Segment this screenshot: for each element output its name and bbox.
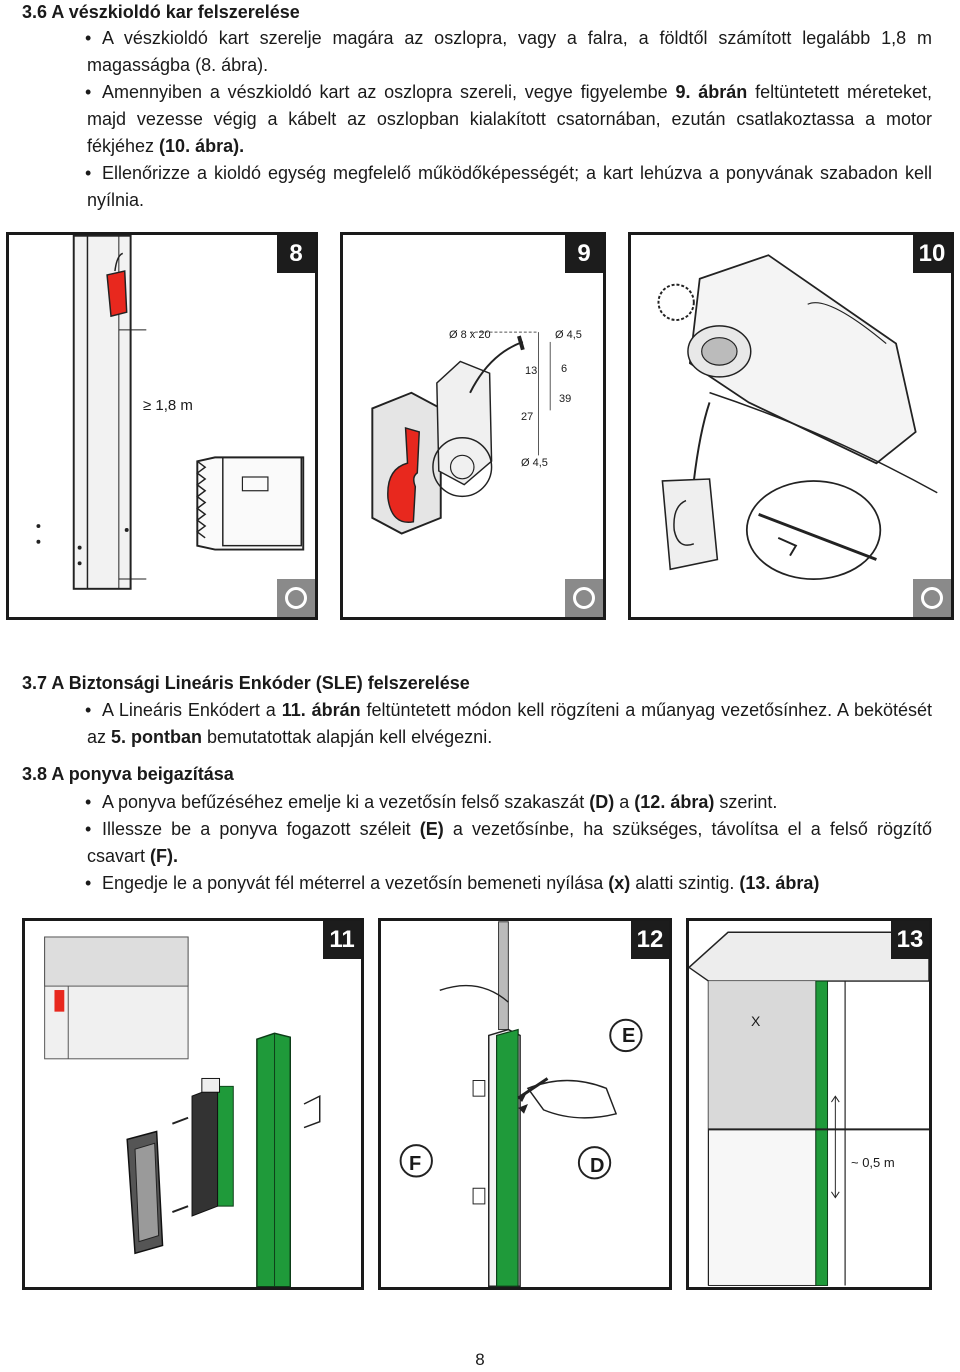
label-f: F xyxy=(409,1153,422,1175)
paragraph-3-6-3: • Ellenőrizze a kioldó egység megfelelő … xyxy=(85,160,932,214)
bullet: • xyxy=(85,163,92,183)
figure-8: ≥ 1,8 m 8 xyxy=(6,232,318,620)
ring-icon xyxy=(913,579,951,617)
green-guide-rail xyxy=(256,1032,291,1287)
figure-10-drawing xyxy=(657,254,938,581)
figure-9: Ø 8 x 20 Ø 4,5 Ø 4,5 13 6 39 27 9 xyxy=(340,232,606,620)
figure-number-badge: 9 xyxy=(565,235,603,273)
green-guide-rail xyxy=(815,980,829,1286)
figure-number-badge: 13 xyxy=(891,921,929,959)
red-marker xyxy=(54,990,65,1012)
figure-8-drawing xyxy=(36,235,305,590)
dimension-label: Ø 4,5 xyxy=(521,457,548,469)
ring-icon xyxy=(565,579,603,617)
paragraph-3-8-2: • Illessze be a ponyva fogazott széleit … xyxy=(85,816,932,870)
bullet: • xyxy=(85,82,92,102)
figure-11-drawing xyxy=(44,936,321,1287)
paragraph-3-6-2: • Amennyiben a vészkioldó kart az oszlop… xyxy=(85,79,932,160)
label-d: D xyxy=(590,1155,605,1177)
dimension-label: ~ 0,5 m xyxy=(851,1155,895,1170)
dimension-label: 6 xyxy=(561,363,568,375)
section-heading-3-8: 3.8 A ponyva beigazítása xyxy=(22,764,234,784)
bullet: • xyxy=(85,873,92,893)
figure-13: X ~ 0,5 m 13 xyxy=(686,918,932,1290)
green-guide-rail xyxy=(496,1028,519,1287)
paragraph-3-8-3: • Engedje le a ponyvát fél méterrel a ve… xyxy=(85,870,932,897)
label-e: E xyxy=(622,1025,636,1047)
figure-12: E F D 12 xyxy=(378,918,672,1290)
height-dimension-label: ≥ 1,8 m xyxy=(143,397,193,414)
section-heading-3-7: 3.7 A Biztonsági Lineáris Enkóder (SLE) … xyxy=(22,673,470,693)
figure-number-badge: 11 xyxy=(323,921,361,959)
paragraph-3-8-1: • A ponyva befűzéséhez emelje ki a vezet… xyxy=(85,789,932,816)
bullet: • xyxy=(85,28,92,48)
ring-icon xyxy=(277,579,315,617)
dimension-label: 39 xyxy=(559,393,572,405)
dimension-label: Ø 8 x 20 xyxy=(449,329,491,341)
bullet: • xyxy=(85,700,92,720)
label-x: X xyxy=(751,1013,761,1029)
paragraph-3-6-1: • A vészkioldó kart szerelje magára az o… xyxy=(85,25,932,79)
figure-10: 10 xyxy=(628,232,954,620)
paragraph-3-7-1: • A Lineáris Enkódert a 11. ábrán feltün… xyxy=(85,697,932,751)
dimension-label: Ø 4,5 xyxy=(555,329,582,341)
figure-number-badge: 12 xyxy=(631,921,669,959)
figure-13-drawing xyxy=(689,931,929,1286)
figure-number-badge: 10 xyxy=(913,235,951,273)
release-lever-red xyxy=(106,270,128,318)
release-lever-red xyxy=(387,426,421,524)
figure-9-drawing xyxy=(371,331,551,535)
figure-11: 11 xyxy=(22,918,364,1290)
bullet: • xyxy=(85,819,92,839)
figure-number-badge: 8 xyxy=(277,235,315,273)
dimension-label: 27 xyxy=(521,411,534,423)
bullet: • xyxy=(85,792,92,812)
dimension-label: 13 xyxy=(525,365,538,377)
section-heading-3-6: 3.6 A vészkioldó kar felszerelése xyxy=(22,2,300,22)
page-number: 8 xyxy=(475,1350,485,1369)
figure-12-drawing xyxy=(399,921,643,1287)
